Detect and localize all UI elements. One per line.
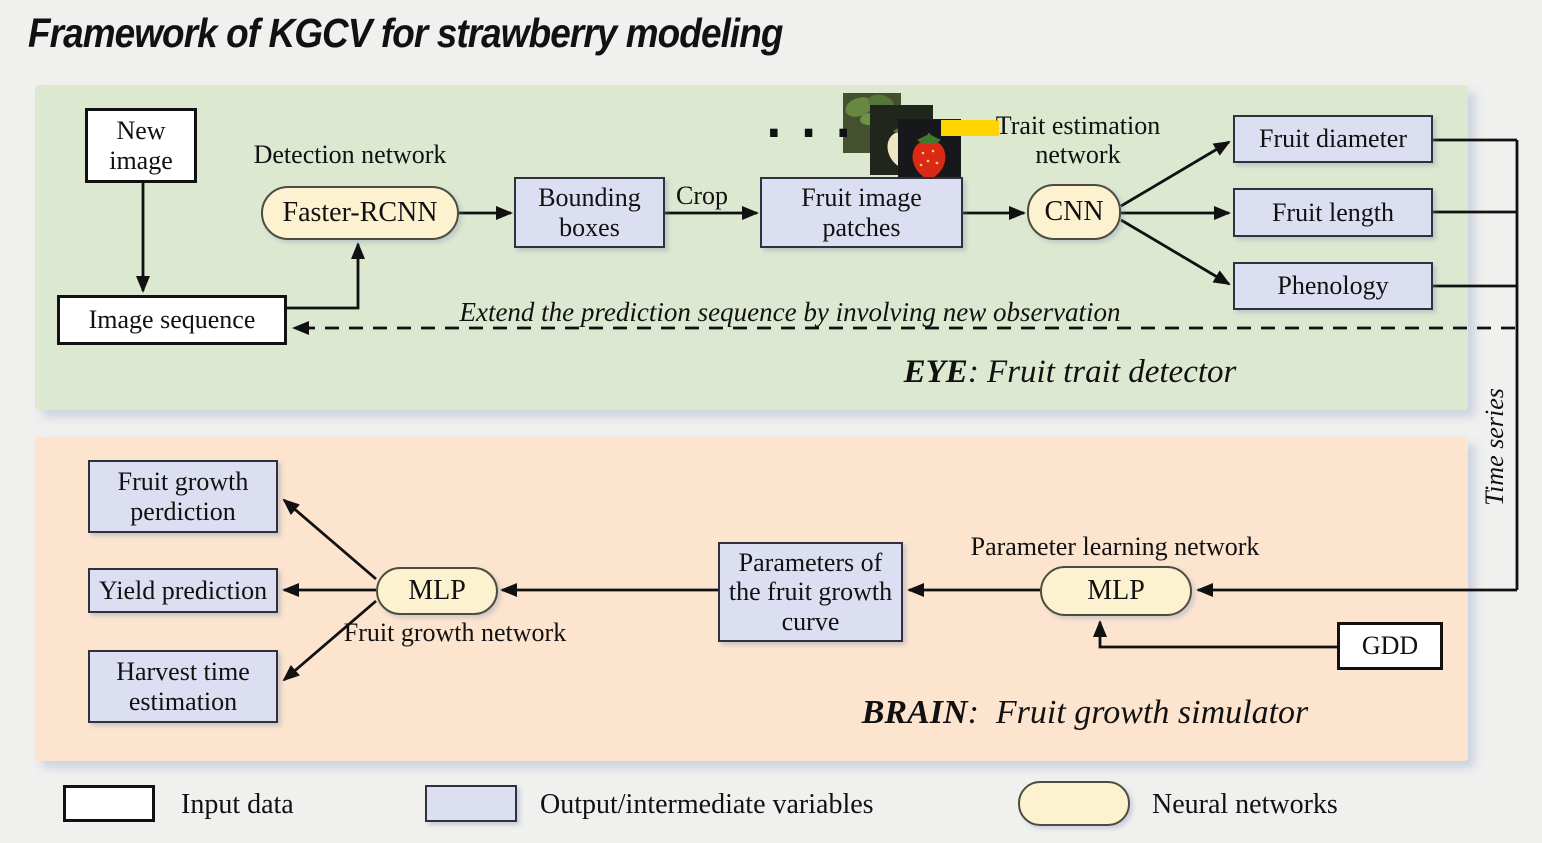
node-gdd: GDD: [1337, 622, 1443, 670]
node-fruit-growth-prediction: Fruit growth perdiction: [88, 460, 278, 533]
legend-variables-swatch: [425, 785, 517, 822]
diagram-title: Framework of KGCV for strawberry modelin…: [28, 10, 783, 56]
legend-input-swatch: [63, 785, 155, 822]
label-trait-estimation-network: Trait estimation network: [995, 111, 1161, 169]
ellipsis-dots: ...: [760, 94, 865, 148]
node-fruit-diameter: Fruit diameter: [1233, 115, 1433, 163]
node-fruit-image-patches: Fruit image patches: [760, 177, 963, 248]
node-yield-prediction: Yield prediction: [88, 568, 278, 613]
node-harvest-time-estimation: Harvest time estimation: [88, 650, 278, 723]
eye-section-label: EYE: Fruit trait detector: [903, 354, 1237, 390]
node-bounding-boxes: Bounding boxes: [514, 177, 665, 248]
node-curve-parameters: Parameters of the fruit growth curve: [718, 542, 903, 642]
node-mlp-fruit-growth: MLP: [376, 567, 498, 615]
legend-networks-swatch: [1018, 781, 1130, 826]
patch-detection-tag: [941, 120, 999, 136]
legend-input-label: Input data: [181, 789, 294, 820]
label-time-series: Time series: [1480, 388, 1509, 506]
brain-section-label: BRAIN: Fruit growth simulator: [861, 694, 1309, 731]
node-cnn: CNN: [1027, 184, 1121, 240]
legend-variables-label: Output/intermediate variables: [540, 789, 874, 820]
node-faster-rcnn: Faster-RCNN: [261, 186, 459, 240]
label-feedback: Extend the prediction sequence by involv…: [459, 297, 1121, 327]
label-detection-network: Detection network: [253, 140, 447, 169]
legend-networks-label: Neural networks: [1152, 789, 1338, 820]
label-crop: Crop: [676, 181, 728, 210]
label-parameter-learning-network: Parameter learning network: [970, 532, 1260, 561]
node-mlp-parameter-learning: MLP: [1040, 566, 1192, 616]
node-image-sequence: Image sequence: [57, 295, 287, 345]
fruit-patch-thumbnails: [843, 93, 999, 181]
node-fruit-length: Fruit length: [1233, 188, 1433, 237]
node-phenology: Phenology: [1233, 262, 1433, 310]
label-fruit-growth-network: Fruit growth network: [343, 618, 567, 647]
node-new-image: New image: [85, 108, 197, 183]
